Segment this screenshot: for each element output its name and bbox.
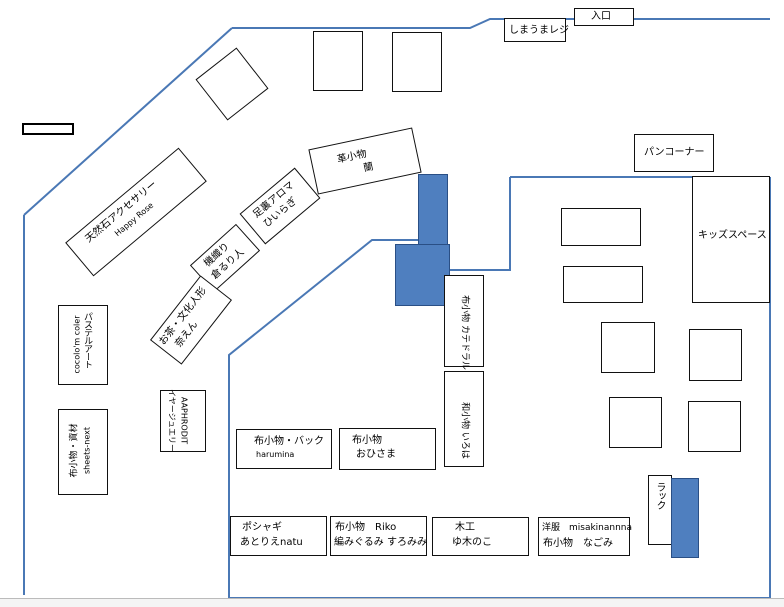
wall-top (232, 18, 770, 29)
register-box (504, 18, 566, 42)
fabric-bag-title: 布小物・バック (254, 436, 324, 447)
booth-empty-1 (313, 31, 363, 91)
entrance-label: 入口 (591, 11, 611, 22)
table-5 (609, 397, 662, 448)
wall-top-left (23, 27, 233, 216)
door-marker (22, 123, 74, 135)
booth-yofuku (538, 517, 630, 556)
table-2 (563, 266, 643, 303)
booth-pastel (58, 305, 108, 385)
rack-box (648, 475, 672, 545)
booth-fabric-bag (236, 429, 332, 469)
yofuku-title: 洋服 misakinannna (542, 523, 633, 533)
pastel-title: パステルアート (82, 312, 92, 368)
ohisama-title: 布小物 (352, 435, 382, 446)
booth-fabric-cathedral (444, 275, 484, 367)
woodwork-name: ゆ木のこ (452, 537, 492, 548)
wall-inner-left (228, 239, 420, 600)
wall-inner-top (448, 177, 511, 271)
iroha-label: 和小物 いろは (459, 402, 470, 459)
booth-bread-corner (634, 134, 714, 172)
display-blue-upper (418, 174, 448, 246)
bread-corner-label: パンコーナー (644, 147, 705, 158)
pochette-title: ポシャギ (242, 522, 282, 533)
yofuku-name: 布小物 なごみ (543, 538, 613, 549)
entrance-box (574, 8, 634, 26)
rack-label: ラック (654, 482, 665, 509)
fabric-bag-name: harumina (256, 450, 295, 459)
table-4 (689, 329, 742, 381)
table-1 (561, 208, 641, 246)
table-3 (601, 322, 655, 373)
kids-space-label: キッズスペース (698, 230, 767, 241)
booth-empty-2 (392, 32, 442, 92)
riko-name: 編みぐるみ すろみみ (334, 537, 427, 548)
kids-space (692, 176, 770, 303)
rack-display (671, 478, 699, 558)
register-label: しまうまレジ (509, 25, 569, 36)
earring-name: AAPHRODIT (179, 396, 189, 445)
status-bar (0, 598, 784, 607)
booth-fabric-sheets (58, 409, 108, 495)
booth-wa-iroha (444, 371, 484, 467)
booth-ohisama (339, 428, 436, 470)
riko-title: 布小物 Riko (335, 522, 397, 533)
fabric-sheets-name: sheets-next (82, 427, 92, 474)
table-6 (688, 401, 741, 452)
booth-pochette (230, 516, 327, 556)
cathedral-label: 布小物 カテドラル (459, 295, 470, 370)
booth-riko (330, 516, 427, 556)
pochette-name: あとりえnatu (240, 537, 303, 548)
display-blue-lower (395, 244, 450, 306)
pastel-name: cocolo'm coler (72, 315, 82, 374)
ohisama-name: おひさま (356, 449, 396, 460)
booth-earring (160, 390, 206, 452)
woodwork-title: 木工 (455, 522, 475, 533)
booth-woodwork (432, 517, 529, 556)
